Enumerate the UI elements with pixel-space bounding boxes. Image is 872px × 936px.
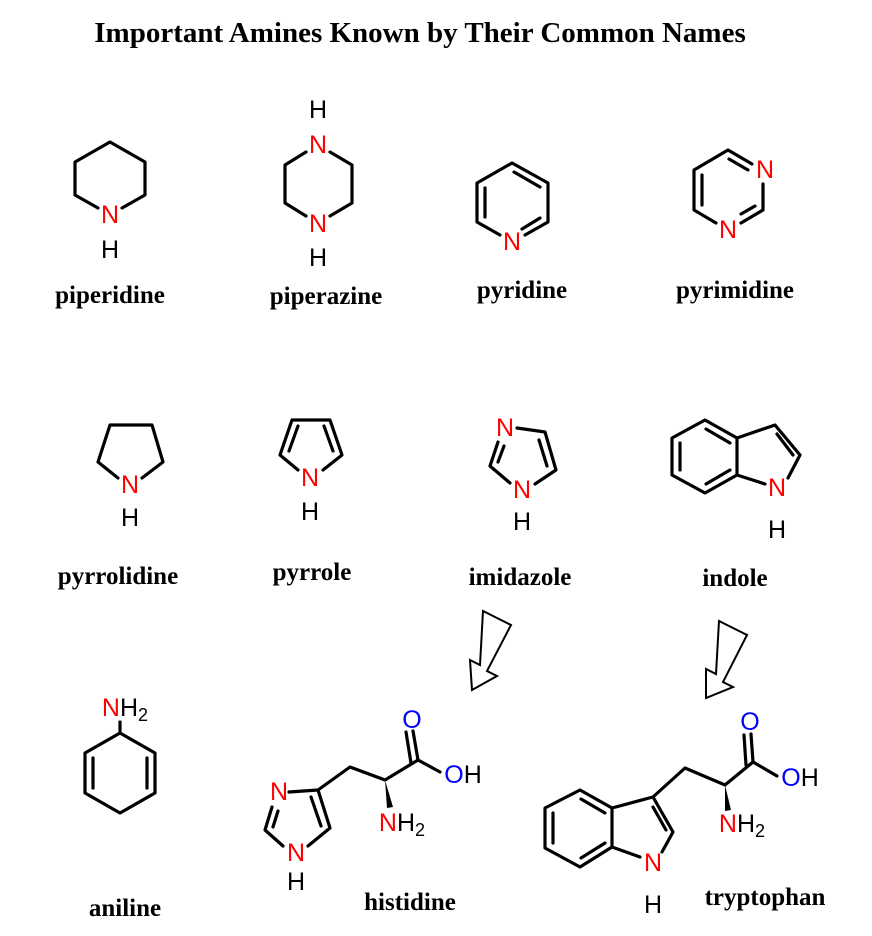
pyrrolidine-structure: N H pyrrolidine	[58, 423, 178, 590]
imidazole-structure: N N H imidazole	[469, 414, 572, 591]
hydrogen-atom: H	[768, 516, 786, 544]
label-piperidine: piperidine	[55, 282, 165, 309]
histidine-structure: N N H O OH NH2 histidine	[263, 706, 482, 916]
hydrogen-atom: H	[101, 236, 119, 264]
label-pyrimidine: pyrimidine	[676, 277, 794, 304]
pyridine-structure: N pyridine	[475, 161, 567, 304]
label-histidine: histidine	[364, 889, 456, 916]
hydroxyl-group: OH	[781, 764, 819, 792]
nitrogen-atom: N	[309, 131, 327, 159]
aniline-structure: NH2 aniline	[83, 694, 161, 922]
label-pyrrolidine: pyrrolidine	[58, 563, 178, 590]
label-aniline: aniline	[89, 895, 161, 922]
amino-group: NH2	[102, 694, 148, 725]
hydroxyl-group: OH	[444, 761, 482, 789]
nitrogen-atom: N	[644, 849, 662, 877]
label-indole: indole	[702, 565, 767, 592]
nitrogen-atom: N	[496, 414, 514, 442]
nitrogen-atom: N	[756, 156, 774, 184]
nitrogen-atom: N	[121, 471, 139, 499]
pyrimidine-structure: N N pyrimidine	[676, 148, 794, 304]
amino-group: NH2	[379, 809, 425, 840]
hydrogen-atom: H	[287, 868, 305, 896]
arrow-indole-to-tryptophan-icon	[705, 619, 749, 700]
oxygen-atom: O	[402, 706, 421, 734]
pyrrole-structure: N H pyrrole	[273, 418, 352, 586]
indole-structure: N H indole	[670, 418, 802, 592]
nitrogen-atom: N	[513, 476, 531, 504]
arrow-imidazole-to-histidine-icon	[468, 609, 513, 692]
label-pyrrole: pyrrole	[273, 559, 352, 586]
amino-group: NH2	[719, 810, 765, 841]
hydrogen-atom: H	[121, 504, 139, 532]
page-title: Important Amines Known by Their Common N…	[94, 17, 745, 49]
hydrogen-atom: H	[309, 244, 327, 272]
nitrogen-atom: N	[503, 228, 521, 256]
nitrogen-atom: N	[301, 464, 319, 492]
hydrogen-atom: H	[644, 891, 662, 919]
nitrogen-atom: N	[719, 216, 737, 244]
label-piperazine: piperazine	[270, 283, 383, 310]
nitrogen-atom: N	[768, 474, 786, 502]
nitrogen-atom: N	[270, 778, 288, 806]
nitrogen-atom: N	[101, 201, 119, 229]
tryptophan-structure: N H O OH NH2 tryptophan	[543, 708, 826, 919]
hydrogen-atom: H	[513, 508, 531, 536]
label-imidazole: imidazole	[469, 564, 572, 591]
piperazine-structure: N H N H piperazine	[270, 96, 383, 310]
label-tryptophan: tryptophan	[705, 884, 826, 911]
piperidine-structure: N H piperidine	[55, 140, 165, 309]
hydrogen-atom: H	[309, 96, 327, 124]
nitrogen-atom: N	[309, 210, 327, 238]
label-pyridine: pyridine	[477, 277, 567, 304]
oxygen-atom: O	[740, 708, 759, 736]
hydrogen-atom: H	[301, 498, 319, 526]
nitrogen-atom: N	[287, 839, 305, 867]
